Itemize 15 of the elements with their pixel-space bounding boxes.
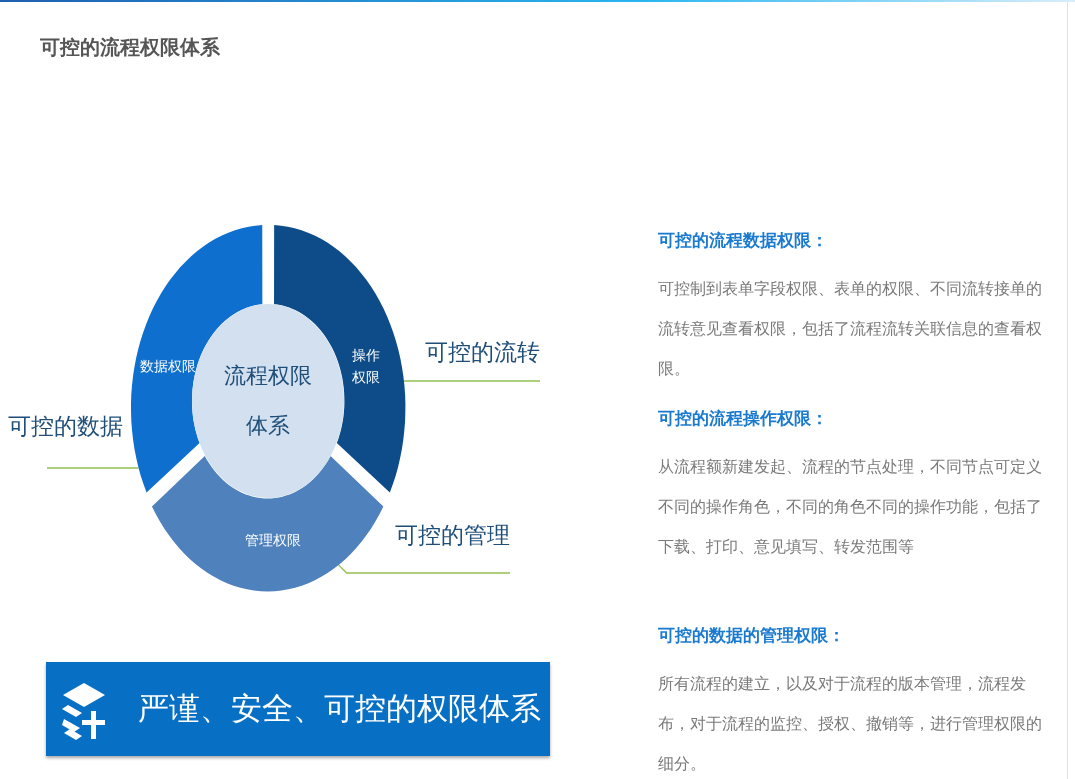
section-heading: 可控的数据的管理权限： — [658, 624, 845, 647]
section-text: 从流程额新建发起、流程的节点处理，不同节点可定义不同的操作角色，不同的角色不同的操作功能，包括了下载、打印、意见填写、转发范围等 — [658, 457, 1043, 558]
category-label: 可控的流转 — [412, 334, 540, 381]
leader-line — [337, 564, 511, 574]
banner-title: 严谨、安全、可控的权限体系 — [138, 689, 541, 728]
leader-line — [46, 467, 140, 469]
page-title: 可控的流程权限体系 — [40, 34, 220, 61]
section-text: 可控制到表单字段权限、表单的权限、不同流转接单的流转意见查看权限，包括了流程流转关联信息的查看权限。 — [658, 279, 1043, 380]
ring-segment: 管理权限 — [152, 455, 384, 591]
category-label: 可控的数据 — [8, 408, 130, 468]
leader-line — [402, 380, 541, 382]
section-heading: 可控的流程数据权限： — [658, 229, 828, 252]
section-text: 所有流程的建立，以及对于流程的版本管理，流程发布，对于流程的监控、授权、撤销等，进行管理权限的细分。 — [658, 674, 1043, 775]
category-label: 可控的管理 — [385, 517, 510, 573]
section-heading: 可控的流程操作权限： — [658, 407, 828, 430]
